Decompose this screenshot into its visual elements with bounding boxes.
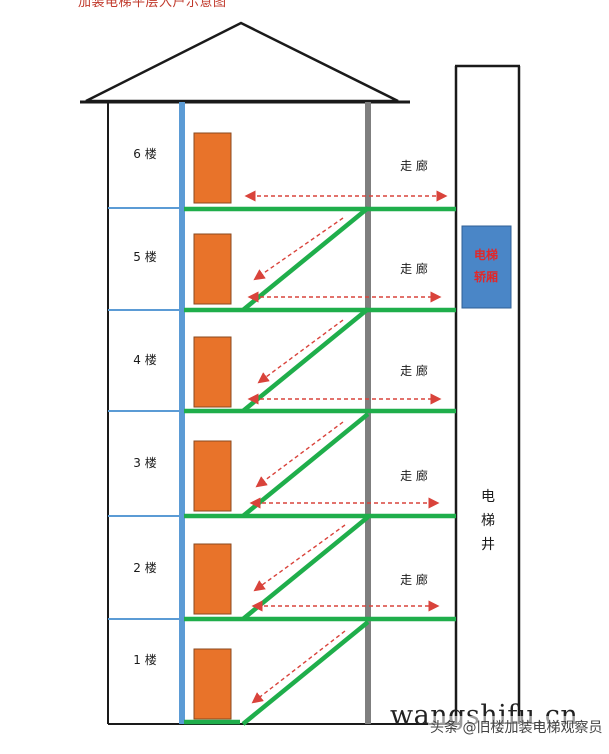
corridor-label: 走 廊 <box>400 572 428 587</box>
floor-label: 2 楼 <box>133 560 156 575</box>
dashed-arrow-diagonal <box>253 217 344 281</box>
stair-flight <box>241 515 370 621</box>
unit-door <box>193 440 232 512</box>
floor-label: 3 楼 <box>133 455 156 470</box>
stair-flight <box>241 307 370 413</box>
elevator-shaft-label-1: 电 <box>481 489 495 505</box>
unit-door <box>193 543 232 615</box>
elevator-car-label-2: 轿厢 <box>474 269 498 284</box>
floor-label: 4 楼 <box>133 352 156 367</box>
stair-flight <box>241 206 370 312</box>
dashed-arrow-diagonal <box>251 630 346 704</box>
elevator-shaft-label-3: 井 <box>481 537 495 553</box>
stair-flight <box>241 620 370 726</box>
elevator-shaft-label-2: 梯 <box>481 513 495 529</box>
watermark-source: 头条 @旧楼加装电梯观察员 <box>428 716 605 738</box>
corridor-label: 走 廊 <box>400 468 428 483</box>
unit-door <box>193 233 232 305</box>
unit-door <box>193 336 232 408</box>
dashed-arrow-diagonal <box>255 421 344 488</box>
floor-label: 1 楼 <box>133 652 156 667</box>
elevator-car <box>461 225 512 309</box>
dashed-arrow-diagonal <box>257 319 344 384</box>
floor-label: 5 楼 <box>133 249 156 264</box>
dashed-arrow-diagonal <box>253 524 346 592</box>
stair-flight <box>241 412 370 518</box>
roof <box>85 21 399 103</box>
corridor-label: 走 廊 <box>400 363 428 378</box>
unit-door <box>193 132 232 204</box>
corridor-label: 走 廊 <box>400 261 428 276</box>
floor-label: 6 楼 <box>133 146 156 161</box>
corridor-label: 走 廊 <box>400 158 428 173</box>
unit-door <box>193 648 232 720</box>
elevator-car-label-1: 电梯 <box>474 247 498 262</box>
diagram-title: 加装电梯平层入户示意图 <box>78 0 227 10</box>
